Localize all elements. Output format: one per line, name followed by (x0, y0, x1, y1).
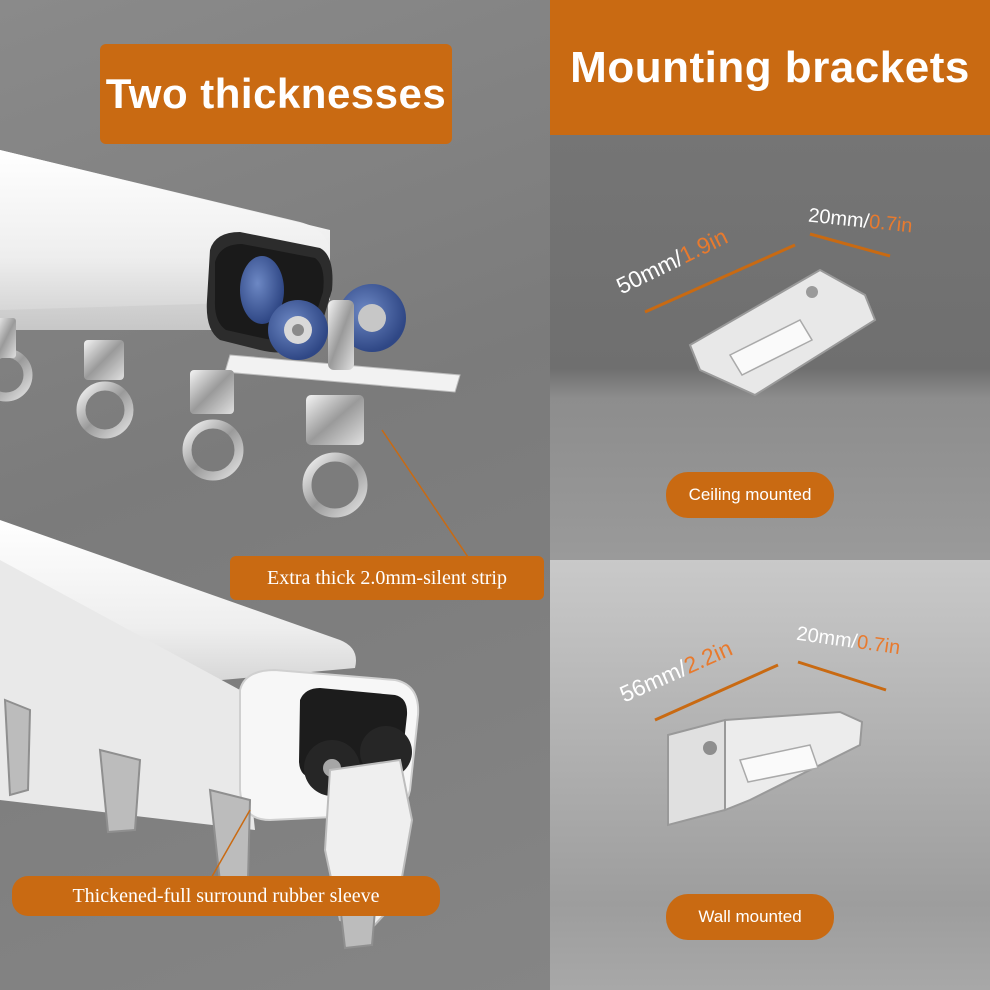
wall-mounted-label: Wall mounted (698, 907, 802, 926)
thickness-banner: Two thicknesses (100, 44, 452, 144)
wall-width-in: 0.7in (855, 631, 902, 660)
upper-rail (0, 150, 471, 561)
track-thickness-panel: Two thicknesses Extra thick 2.0mm-silent… (0, 0, 550, 990)
ceiling-width-in: 0.7in (867, 210, 914, 238)
lower-rail (0, 520, 420, 950)
thickness-title: Two thicknesses (105, 70, 447, 117)
rubber-sleeve-callout: Thickened-full surround rubber sleeve (12, 876, 440, 916)
ceiling-mounted-label: Ceiling mounted (688, 485, 812, 504)
curtain-track-illustration (0, 150, 471, 950)
rubber-sleeve-label: Thickened-full surround rubber sleeve (72, 884, 380, 907)
mounting-title: Mounting brackets (570, 42, 970, 92)
mounting-banner: Mounting brackets (550, 0, 990, 135)
wall-bracket (654, 660, 887, 827)
mounting-brackets-panel: Mounting brackets 50mm/1.9in 20mm/0.7in … (550, 0, 990, 990)
silent-strip-label: Extra thick 2.0mm-silent strip (267, 566, 507, 589)
wall-mounted-badge: Wall mounted (666, 894, 834, 940)
ceiling-mounted-badge: Ceiling mounted (666, 472, 834, 518)
ceiling-bracket (644, 232, 891, 397)
bracket-illustration (644, 232, 891, 827)
silent-strip-callout: Extra thick 2.0mm-silent strip (230, 556, 544, 600)
